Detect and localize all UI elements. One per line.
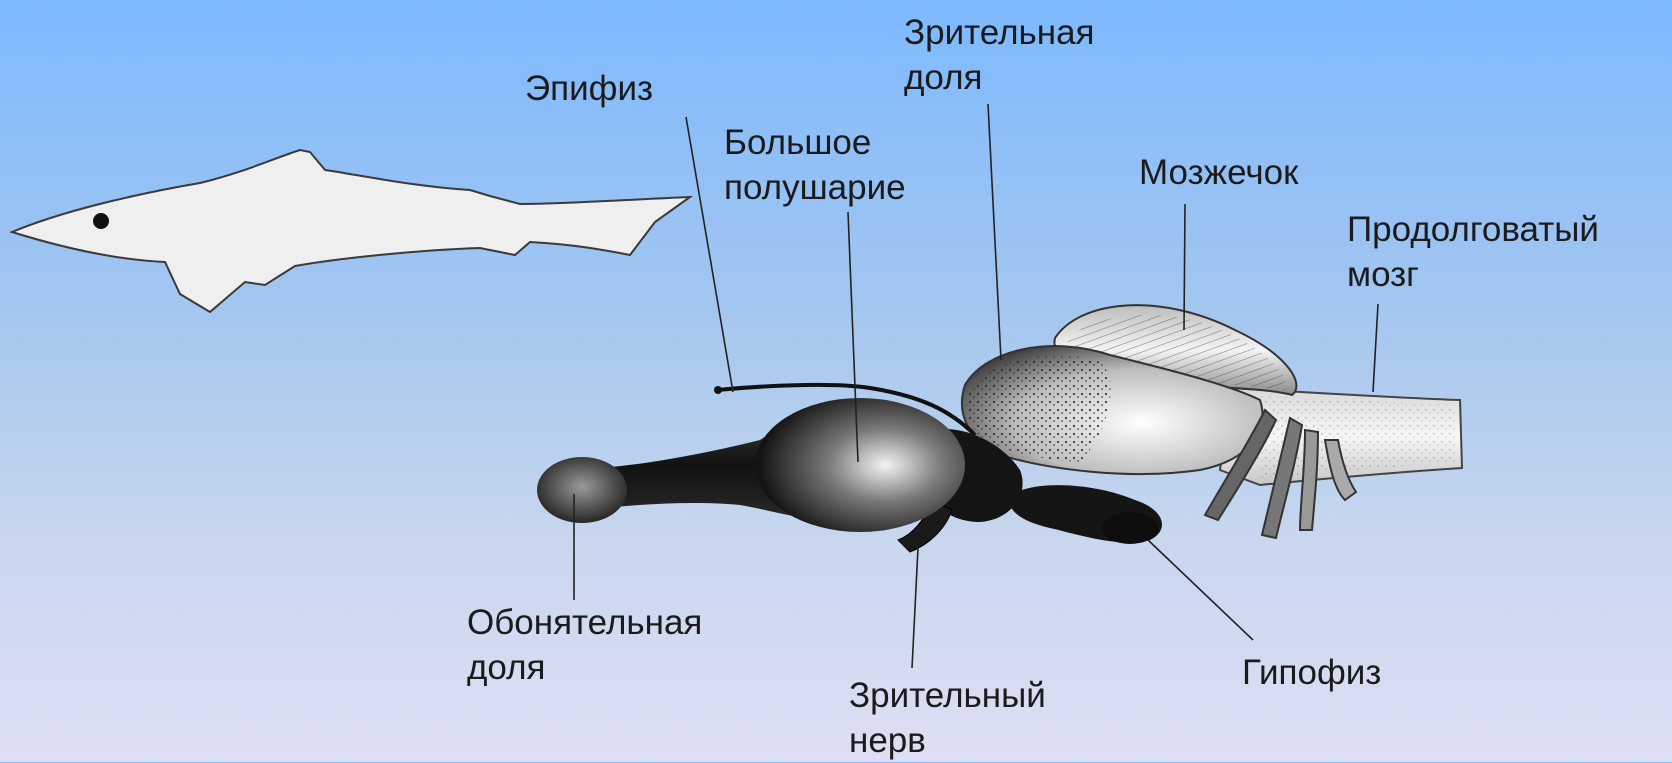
label-epiphysis: Эпифиз: [525, 66, 653, 111]
label-pituitary: Гипофиз: [1242, 650, 1381, 695]
optic-nerve-leader: [912, 548, 918, 668]
medulla-leader: [1373, 304, 1378, 392]
label-cerebellum: Мозжечок: [1139, 150, 1298, 195]
fish-silhouette: [12, 150, 690, 312]
olfactory-lobe-shape: [537, 457, 627, 523]
pituitary-leader: [1148, 540, 1253, 640]
fish-eye: [93, 213, 109, 229]
hemisphere-shape: [755, 398, 965, 532]
cerebellum-leader: [1184, 204, 1185, 330]
optic-lobe-leader: [988, 104, 1001, 360]
